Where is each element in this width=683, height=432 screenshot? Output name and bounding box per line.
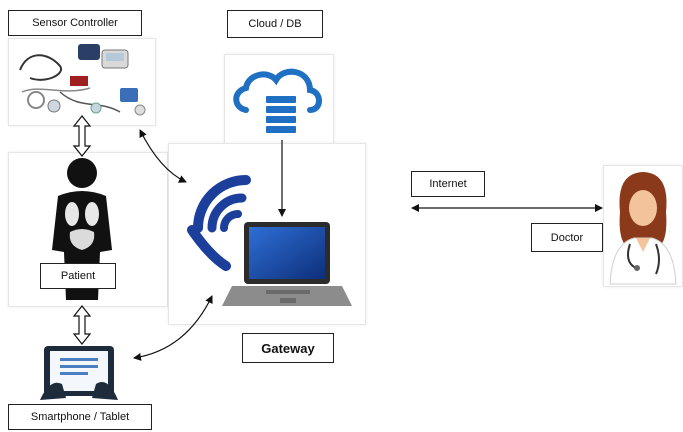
gateway-label: Gateway (242, 333, 334, 363)
tablet-gateway-arrow (133, 295, 213, 361)
medical-sensor-kit-icon (19, 44, 146, 116)
smartphone-tablet-label: Smartphone / Tablet (8, 404, 152, 430)
cloud-database-icon (233, 68, 322, 133)
patient-label: Patient (40, 263, 116, 289)
internet-label: Internet (411, 171, 485, 197)
sensor-patient-double-arrow (72, 115, 92, 157)
patient-tablet-double-arrow (72, 305, 92, 345)
sensor-gateway-arrow (139, 129, 187, 183)
cloud-db-label: Cloud / DB (227, 10, 323, 38)
tablet-touch-icon (40, 346, 118, 400)
doctor-label: Doctor (531, 223, 603, 252)
doctor-avatar-icon (609, 172, 677, 285)
wifi-laptop-icon (187, 175, 352, 306)
sensor-controller-label: Sensor Controller (8, 10, 142, 36)
